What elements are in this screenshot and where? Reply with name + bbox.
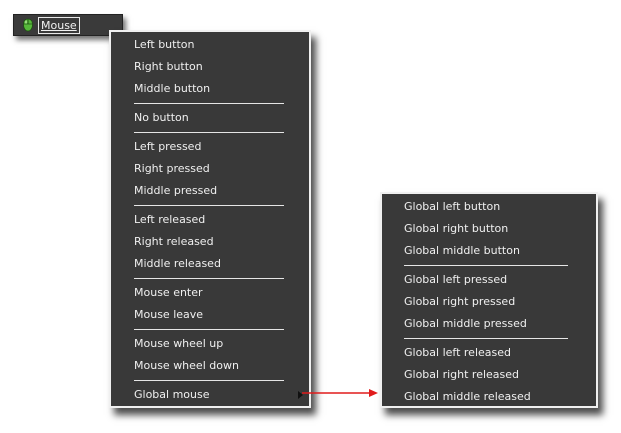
menu-item-left-button[interactable]: Left button [134,38,195,51]
menu-item-mouse-enter[interactable]: Mouse enter [134,286,203,299]
submenu-item-global-right-pressed[interactable]: Global right pressed [404,295,516,308]
menu-separator [404,265,568,266]
menu-item-right-released[interactable]: Right released [134,235,214,248]
submenu-item-global-right-released[interactable]: Global right released [404,368,520,381]
mouse-dropdown-menu: Left button Right button Middle button N… [109,30,311,408]
menu-item-no-button[interactable]: No button [134,111,189,124]
menu-item-global-mouse-label: Global mouse [134,388,210,401]
submenu-item-global-right-button[interactable]: Global right button [404,222,509,235]
mouse-menu-title[interactable]: Mouse [38,17,80,34]
submenu-item-global-middle-released[interactable]: Global middle released [404,390,531,403]
menu-separator [134,132,284,133]
menu-item-mouse-leave[interactable]: Mouse leave [134,308,204,321]
submenu-item-global-left-pressed[interactable]: Global left pressed [404,273,508,286]
submenu-item-global-middle-pressed[interactable]: Global middle pressed [404,317,527,330]
menu-item-mouse-wheel-down[interactable]: Mouse wheel down [134,359,239,372]
menu-item-mouse-wheel-up[interactable]: Mouse wheel up [134,337,224,350]
arrow-head-icon [369,389,378,397]
menu-item-right-pressed[interactable]: Right pressed [134,162,210,175]
menu-separator [134,278,284,279]
menu-separator [134,380,284,381]
submenu-item-global-left-button[interactable]: Global left button [404,200,501,213]
menu-item-right-button[interactable]: Right button [134,60,203,73]
mouse-icon [23,18,33,32]
menu-separator [134,329,284,330]
menu-item-middle-released[interactable]: Middle released [134,257,221,270]
submenu-arrow-icon [298,391,303,399]
menu-item-middle-button[interactable]: Middle button [134,82,211,95]
submenu-item-global-left-released[interactable]: Global left released [404,346,511,359]
menu-item-middle-pressed[interactable]: Middle pressed [134,184,218,197]
menu-item-global-mouse[interactable]: Global mouse [111,385,309,405]
menu-separator [134,205,284,206]
menu-separator [134,103,284,104]
menu-item-left-released[interactable]: Left released [134,213,206,226]
global-mouse-submenu: Global left button Global right button G… [380,192,598,408]
submenu-item-global-middle-button[interactable]: Global middle button [404,244,520,257]
menu-item-left-pressed[interactable]: Left pressed [134,140,202,153]
mouse-menubar: Mouse [13,14,123,36]
menu-separator [404,338,568,339]
